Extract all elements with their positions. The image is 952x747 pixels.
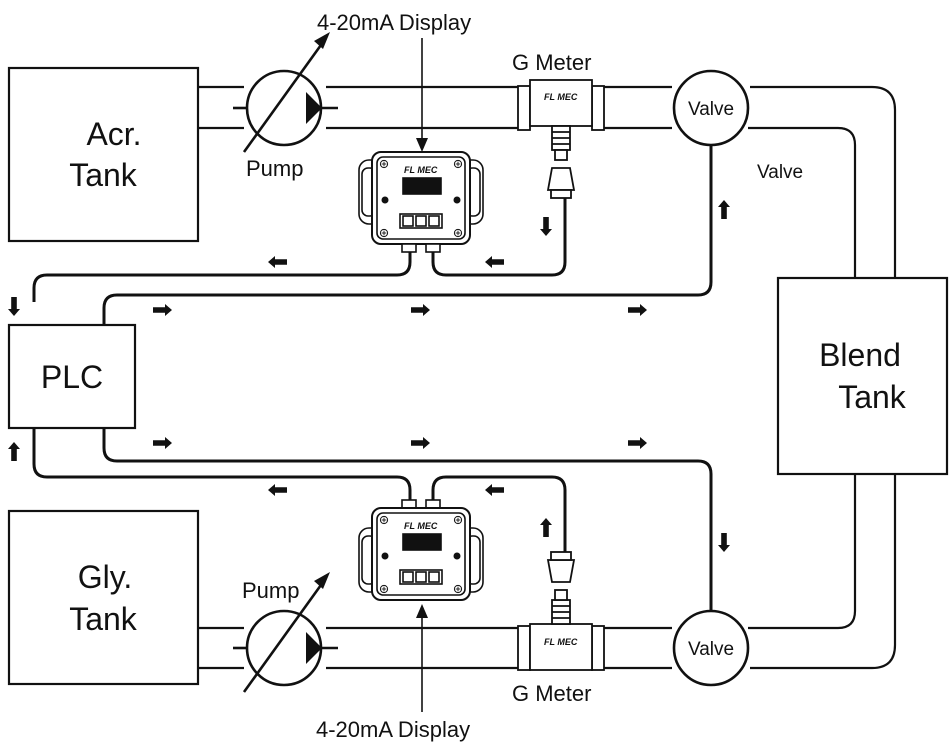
meter-bottom-brand: FL MEC bbox=[544, 637, 578, 647]
valve-bottom: Valve bbox=[672, 609, 750, 687]
valve-bottom-label: Valve bbox=[688, 639, 734, 660]
pipe-bottom-to-blend-outer bbox=[750, 474, 897, 670]
arrow-right bbox=[411, 437, 430, 449]
arrow-right bbox=[628, 437, 647, 449]
wire-meter-top-to-display bbox=[431, 198, 567, 277]
display-top-callout: 4-20mA Display bbox=[317, 10, 471, 152]
tank-gly-label-line2: Tank bbox=[69, 601, 138, 637]
arrow-down bbox=[540, 217, 552, 236]
display-top-label: 4-20mA Display bbox=[317, 10, 471, 35]
arrow-right bbox=[411, 304, 430, 316]
arrow-down bbox=[8, 297, 20, 316]
wire-plc-to-valve-bottom bbox=[102, 428, 713, 612]
signal-wires bbox=[32, 145, 713, 612]
arrow-right bbox=[153, 437, 172, 449]
meter-top-brand: FL MEC bbox=[544, 92, 578, 102]
meter-top-label: G Meter bbox=[512, 50, 591, 75]
tank-acr-label-line1: Acr. bbox=[86, 116, 141, 152]
blend-tank-label-line1: Blend bbox=[819, 337, 901, 373]
arrow-left bbox=[268, 484, 287, 496]
arrow-up bbox=[540, 518, 552, 537]
pipe-bottom-to-blend-inner bbox=[748, 474, 857, 630]
arrow-up bbox=[718, 200, 730, 219]
arrow-down bbox=[718, 533, 730, 552]
display-top: FL MEC bbox=[358, 151, 484, 253]
plc: PLC bbox=[7, 323, 137, 430]
wire-plc-to-valve-top bbox=[102, 145, 713, 325]
tank-acr-label-line2: Tank bbox=[69, 157, 138, 193]
meter-bottom-label: G Meter bbox=[512, 681, 591, 706]
display-top-brand: FL MEC bbox=[404, 165, 438, 175]
arrow-up bbox=[8, 442, 20, 461]
pipe-top-to-blend-outer bbox=[750, 85, 897, 278]
display-bottom: FL MEC bbox=[358, 499, 484, 601]
pump-bottom-label: Pump bbox=[242, 578, 299, 603]
blend-tank: Blend Tank bbox=[776, 276, 949, 476]
pipe-top-to-blend-inner bbox=[748, 126, 857, 278]
g-meter-bottom: FL MEC G Meter bbox=[512, 551, 605, 706]
arrow-right bbox=[628, 304, 647, 316]
arrow-left bbox=[268, 256, 287, 268]
tank-acr: Acr. Tank bbox=[7, 66, 200, 243]
pipes bbox=[198, 85, 897, 670]
pump-top: Pump bbox=[233, 32, 338, 181]
g-meter-top: FL MEC G Meter bbox=[512, 50, 605, 199]
wire-display-top-to-plc bbox=[32, 252, 412, 302]
tank-gly-label-line1: Gly. bbox=[78, 559, 133, 595]
wire-meter-bottom-to-display bbox=[431, 475, 567, 552]
arrow-right bbox=[153, 304, 172, 316]
valve-top-label: Valve bbox=[688, 99, 734, 120]
plc-label: PLC bbox=[41, 359, 103, 395]
pump-top-label: Pump bbox=[246, 156, 303, 181]
arrow-left bbox=[485, 484, 504, 496]
arrow-left bbox=[485, 256, 504, 268]
valve-top: Valve bbox=[672, 69, 750, 147]
wire-display-bottom-to-plc bbox=[32, 428, 412, 500]
display-bottom-callout: 4-20mA Display bbox=[316, 604, 470, 742]
display-bottom-label: 4-20mA Display bbox=[316, 717, 470, 742]
blend-tank-label-line2: Tank bbox=[838, 379, 907, 415]
valve-note-label: Valve bbox=[757, 162, 803, 183]
pump-bottom: Pump bbox=[233, 572, 338, 693]
tank-gly: Gly. Tank bbox=[7, 509, 200, 686]
display-bottom-brand: FL MEC bbox=[404, 521, 438, 531]
